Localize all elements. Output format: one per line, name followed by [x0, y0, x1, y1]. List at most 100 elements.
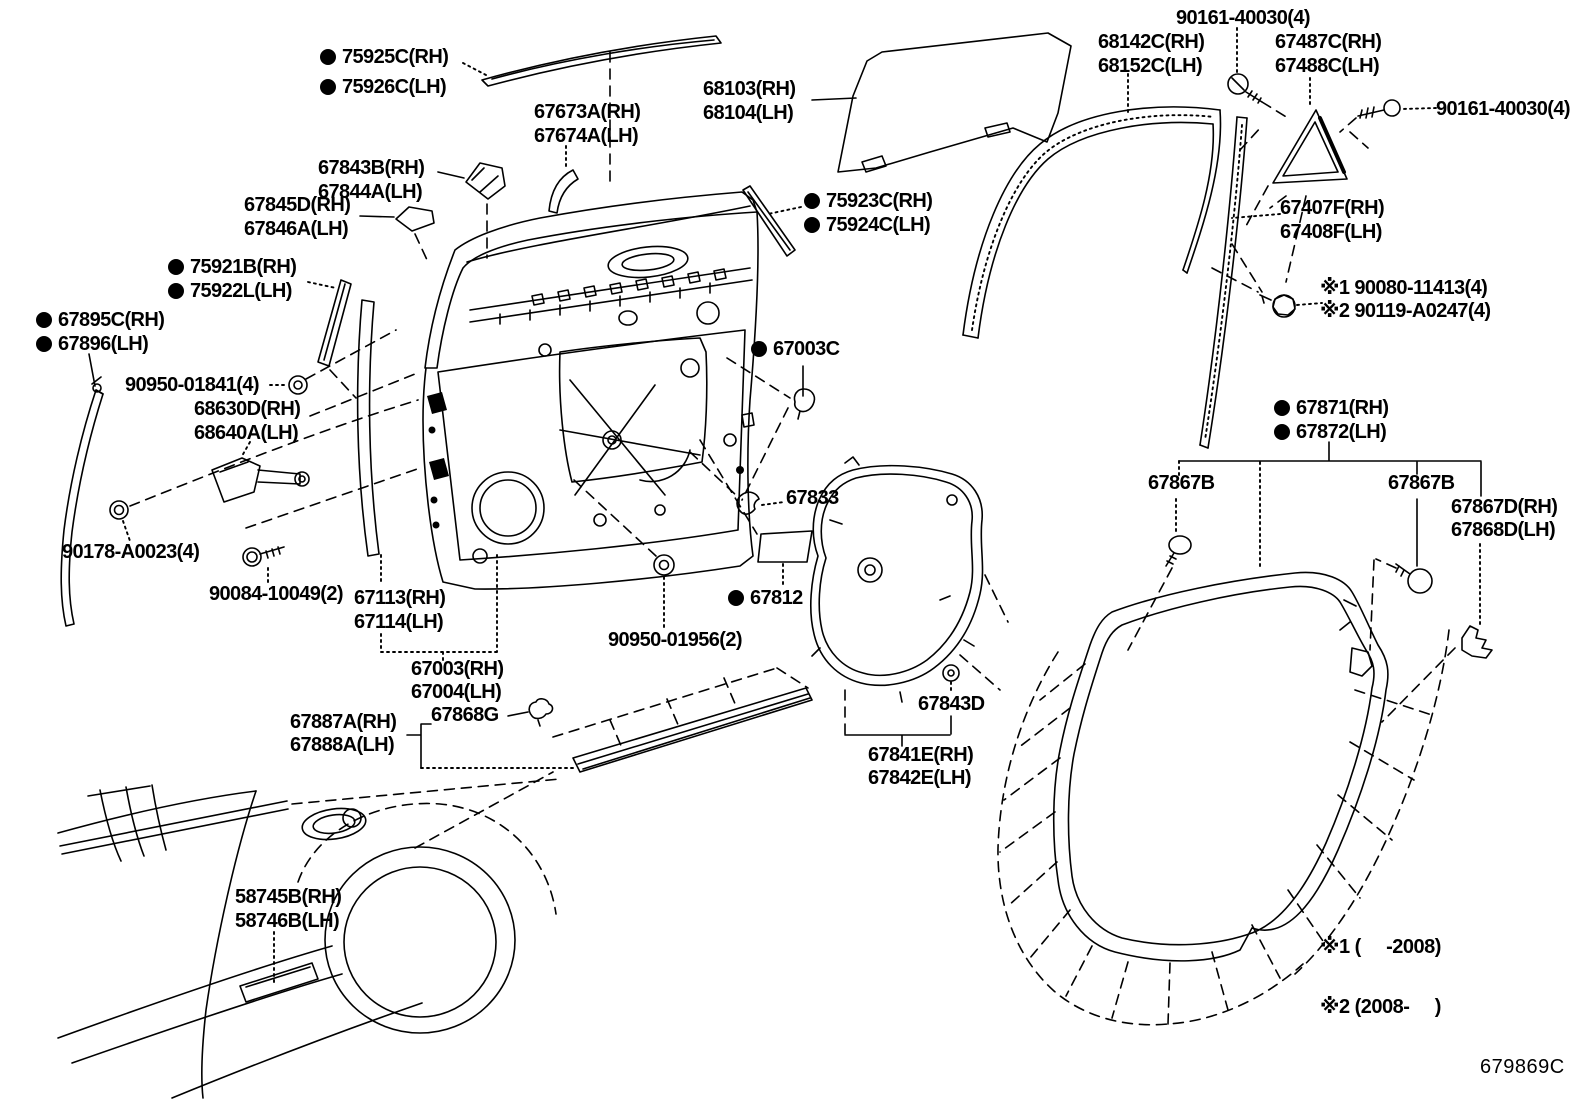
part-number-text: 90950-01956(2) — [608, 629, 743, 651]
non-reusable-dot-icon — [1274, 400, 1290, 416]
part-number-text: 75921B(RH) — [190, 256, 297, 278]
part-number-text: 67871(RH) — [1296, 397, 1389, 419]
part-number-text: 67004(LH) — [411, 681, 502, 703]
part-number-text: 90950-01841(4) — [125, 374, 260, 396]
part-label-ref-bolt: ※1 90080-11413(4)※2 90119-A0247(4) — [1320, 277, 1491, 323]
part-number-text: 68104(LH) — [703, 102, 794, 124]
part-label-67867b-left: 67867B — [1148, 471, 1215, 495]
non-reusable-dot-icon — [168, 259, 184, 275]
part-label-75925c: 75925C(RH) 75926C(LH) — [320, 42, 449, 102]
car-body-sketch — [57, 771, 561, 1099]
part-number-text: 67487C(RH) — [1275, 31, 1382, 53]
part-label-68630d: 68630D(RH)68640A(LH) — [194, 397, 301, 445]
part-number-text: 67867D(RH) — [1451, 496, 1558, 518]
non-reusable-dot-icon — [320, 79, 336, 95]
part-number-text: 67673A(RH) — [534, 101, 641, 123]
part-number-text: 67868D(LH) — [1451, 519, 1556, 541]
part-label-90161-top: 90161-40030(4) — [1176, 6, 1311, 30]
part-number-text: 90084-10049(2) — [209, 583, 344, 605]
pad-67812 — [757, 530, 813, 587]
part-label-90084: 90084-10049(2) — [209, 582, 344, 606]
clip-67833 — [689, 451, 785, 515]
part-number-text: 68103(RH) — [703, 78, 796, 100]
part-number-text: 75925C(RH) — [342, 46, 449, 68]
part-label-67843b: 67843B(RH)67844A(LH) — [318, 156, 425, 204]
part-number-text: 67887A(RH) — [290, 711, 397, 733]
weatherstrip-loop-shape — [997, 535, 1493, 1026]
part-label-67407f: 67407F(RH)67408F(LH) — [1280, 196, 1385, 244]
part-label-90950-01841: 90950-01841(4) — [125, 373, 260, 397]
part-number-text: 67845D(RH) — [244, 194, 351, 216]
part-number-text: 67833 — [786, 487, 839, 509]
part-label-90178: 90178-A0023(4) — [62, 540, 200, 564]
part-number-text: 75926C(LH) — [342, 76, 447, 98]
part-label-67867b-right: 67867B — [1388, 471, 1455, 495]
part-number-text: 67846A(LH) — [244, 218, 349, 240]
part-label-68103: 68103(RH)68104(LH) — [703, 77, 796, 125]
part-label-67871: 67871(RH)67872(LH) — [1274, 396, 1389, 444]
door-glass-shape — [811, 32, 1072, 173]
top-molding-shape — [462, 35, 722, 183]
non-reusable-dot-icon — [751, 341, 767, 357]
legend: ※1 ( -2008) ※2 (2008- ) 再使用不可部品 Non-reus… — [1320, 899, 1510, 1099]
part-number-text: 58745B(RH) — [235, 886, 342, 908]
non-reusable-dot-icon — [36, 312, 52, 328]
non-reusable-dot-icon — [320, 49, 336, 65]
part-number-text: 67844A(LH) — [318, 181, 423, 203]
part-label-67113: 67113(RH)67114(LH) — [354, 586, 446, 634]
part-label-67812: 67812 — [728, 586, 803, 610]
part-number-text: ※2 90119-A0247(4) — [1320, 300, 1491, 322]
bracket-67871 — [1175, 441, 1482, 625]
part-number-text: 67868G — [431, 704, 499, 726]
part-label-58745b: 58745B(RH)58746B(LH) — [235, 885, 342, 933]
part-number-text: 90161-40030(4) — [1436, 98, 1571, 120]
part-label-67833: 67833 — [786, 486, 839, 510]
part-number-text: 75922L(LH) — [190, 280, 292, 302]
grommet-90950b — [573, 479, 675, 628]
non-reusable-dot-icon — [728, 590, 744, 606]
bottom-molding-shape — [406, 667, 813, 773]
part-number-text: 67113(RH) — [354, 587, 446, 609]
figure-code: 679869C — [1480, 1056, 1565, 1078]
part-number-text: 90178-A0023(4) — [62, 541, 200, 563]
part-number-text: 67003C — [773, 338, 840, 360]
part-label-75921b: 75921B(RH)75922L(LH) — [168, 255, 297, 303]
part-number-text: 67488C(LH) — [1275, 55, 1380, 77]
part-number-text: 67843D — [918, 693, 985, 715]
quarter-window-shape — [1227, 27, 1437, 283]
door-check-shape — [211, 329, 421, 585]
part-number-text: 67407F(RH) — [1280, 197, 1385, 219]
part-label-67868g: 67868G — [431, 703, 499, 727]
part-label-67487c: 67487C(RH)67488C(LH) — [1275, 30, 1382, 78]
part-label-75923c: 75923C(RH)75924C(LH) — [804, 189, 933, 237]
part-number-text: ※1 90080-11413(4) — [1320, 277, 1488, 299]
part-number-text: 67867B — [1148, 472, 1215, 494]
bracket-67113 — [380, 554, 498, 661]
part-number-text: 67888A(LH) — [290, 734, 395, 756]
non-reusable-dot-icon — [1274, 424, 1290, 440]
non-reusable-dot-icon — [36, 336, 52, 352]
part-number-text: 67895C(RH) — [58, 309, 165, 331]
service-hole-cover-shape — [810, 456, 1009, 747]
non-reusable-dot-icon — [168, 283, 184, 299]
part-number-text: 67842E(LH) — [868, 767, 972, 789]
upper-small-parts — [359, 145, 579, 263]
belt-molding-shape — [742, 185, 802, 257]
reference-bolt-shape — [1211, 267, 1323, 318]
part-label-67845d: 67845D(RH)67846A(LH) — [244, 193, 351, 241]
part-label-67887a: 67887A(RH)67888A(LH) — [290, 711, 397, 757]
part-number-text: 75923C(RH) — [826, 190, 933, 212]
part-label-67895c: 67895C(RH)67896(LH) — [36, 308, 165, 356]
part-number-text: 67872(LH) — [1296, 421, 1387, 443]
part-label-90161-right: 90161-40030(4) — [1436, 97, 1571, 121]
non-reusable-dot-icon — [804, 193, 820, 209]
part-label-67841e: 67841E(RH)67842E(LH) — [868, 744, 974, 790]
part-number-text: 68640A(LH) — [194, 422, 299, 444]
part-number-text: 90161-40030(4) — [1176, 7, 1311, 29]
part-number-text: 68142C(RH) — [1098, 31, 1205, 53]
door-panel-shape — [356, 191, 759, 590]
part-label-67003c: 67003C — [751, 337, 840, 361]
